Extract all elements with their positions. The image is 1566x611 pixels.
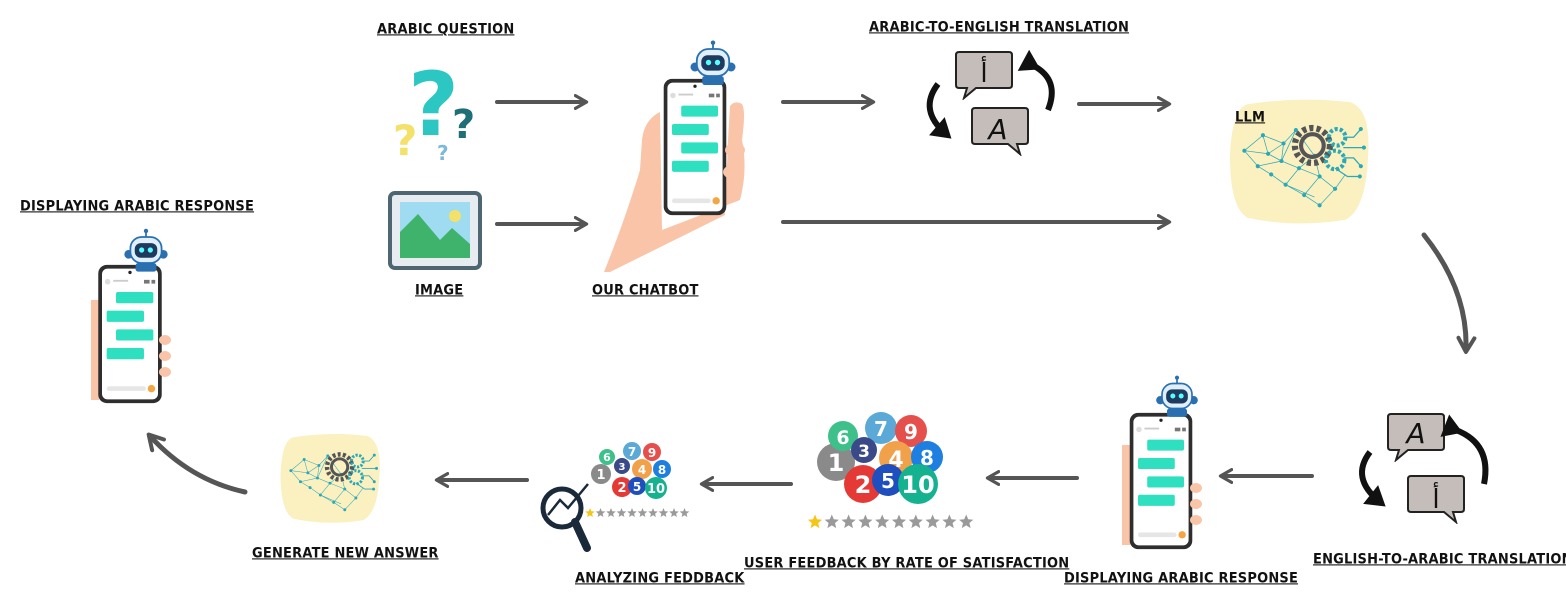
rating-circle-2 — [844, 465, 882, 503]
label-image: IMAGE — [415, 282, 464, 299]
label-analyzing-feedback: ANALYZING FEDDBACK — [575, 570, 745, 587]
latin-letter-glyph: A — [986, 113, 1007, 146]
feedback-star-6 — [891, 514, 907, 529]
rating-circle-1 — [817, 443, 855, 481]
label-displaying-response-bottom: DISPLAYING ARABIC RESPONSE — [1064, 570, 1299, 587]
analysis-star-1 — [585, 508, 595, 517]
generate-answer-brain-icon — [281, 434, 380, 523]
feedback-star-7 — [908, 514, 923, 529]
label-displaying-response-left: DISPLAYING ARABIC RESPONSE — [20, 198, 255, 215]
analysis-star-3 — [606, 508, 616, 517]
question-marks-icon: ? ? ? ? — [393, 53, 475, 165]
small-rating-number-9: 9 — [648, 446, 656, 460]
analysis-stars — [585, 508, 690, 517]
rating-number-5: 5 — [881, 469, 895, 493]
chatbot-phone-illustration — [604, 40, 745, 273]
small-rating-number-6: 6 — [603, 451, 611, 464]
feedback-star-10 — [959, 514, 974, 529]
rating-number-6: 6 — [836, 427, 849, 449]
rating-circle-7 — [865, 412, 897, 444]
rating-circle-9 — [895, 415, 927, 447]
feedback-star-9 — [942, 514, 957, 529]
small-rating-number-7: 7 — [628, 445, 636, 459]
small-rating-number-8: 8 — [658, 463, 666, 477]
small-rating-number-10: 10 — [647, 482, 665, 497]
small-rating-number-3: 3 — [619, 462, 626, 473]
feedback-star-2 — [824, 514, 839, 529]
analyzing-feedback-icon: 1 6 7 9 3 4 8 2 5 10 — [540, 442, 671, 552]
feedback-star-8 — [925, 514, 940, 529]
label-arabic-question: ARABIC QUESTION — [377, 21, 515, 38]
small-rating-number-5: 5 — [633, 480, 641, 494]
analysis-star-8 — [658, 508, 669, 517]
rating-number-1: 1 — [828, 449, 845, 477]
latin-letter-glyph-2: A — [1404, 417, 1425, 450]
display-response-phone-bottom — [1122, 375, 1202, 550]
rating-number-8: 8 — [920, 446, 934, 470]
arrow-generate-to-display — [146, 432, 248, 495]
label-llm: LLM — [1235, 109, 1266, 126]
question-mark-large: ? — [408, 53, 459, 156]
feedback-star-1 — [807, 514, 823, 529]
analysis-star-5 — [627, 508, 637, 517]
question-mark-dark: ? — [452, 102, 475, 148]
arrow-llm-to-en-ar — [1421, 232, 1477, 354]
small-rating-number-2: 2 — [617, 481, 626, 496]
feedback-star-5 — [875, 514, 890, 529]
analysis-star-10 — [679, 508, 690, 517]
rating-number-2: 2 — [855, 471, 872, 499]
analysis-star-4 — [616, 508, 627, 517]
arabic-letter-glyph-2: أ — [1432, 481, 1439, 515]
rating-number-3: 3 — [858, 442, 870, 462]
analysis-star-7 — [648, 508, 658, 517]
arabic-letter-glyph: أ — [980, 55, 987, 89]
user-feedback-rating-icon: 1 6 7 9 3 4 8 2 5 10 — [817, 412, 943, 504]
satisfaction-stars — [807, 514, 974, 529]
rating-circle-5 — [872, 464, 904, 496]
rating-circle-3 — [851, 437, 877, 463]
rating-number-4: 4 — [888, 448, 903, 473]
label-our-chatbot: OUR CHATBOT — [592, 282, 699, 299]
label-en-ar-translation: ENGLISH-TO-ARABIC TRANSLATION — [1313, 551, 1566, 568]
small-rating-number-1: 1 — [596, 468, 605, 483]
question-mark-yellow: ? — [393, 116, 417, 165]
label-generate-new-answer: GENERATE NEW ANSWER — [252, 545, 439, 562]
rating-number-9: 9 — [904, 420, 918, 444]
magnifier-icon — [540, 486, 584, 530]
small-rating-number-4: 4 — [638, 463, 646, 477]
question-mark-small: ? — [437, 141, 449, 165]
rating-circle-6 — [828, 421, 858, 451]
rating-number-7: 7 — [874, 417, 888, 441]
english-to-arabic-translation-icon: A أ — [1359, 413, 1489, 523]
label-user-feedback: USER FEEDBACK BY RATE OF SATISFACTION — [744, 555, 1070, 572]
display-response-phone-left — [91, 228, 171, 404]
rating-number-10: 10 — [901, 471, 934, 499]
rating-circle-10 — [898, 464, 938, 504]
analysis-star-2 — [595, 508, 606, 517]
arabic-to-english-translation-icon: أ A — [926, 49, 1055, 155]
feedback-star-3 — [841, 514, 856, 529]
analysis-star-6 — [637, 508, 648, 517]
image-icon — [388, 191, 482, 270]
feedback-star-4 — [858, 514, 873, 529]
analysis-star-9 — [669, 508, 679, 517]
label-ar-en-translation: ARABIC-TO-ENGLISH TRANSLATION — [869, 19, 1130, 36]
